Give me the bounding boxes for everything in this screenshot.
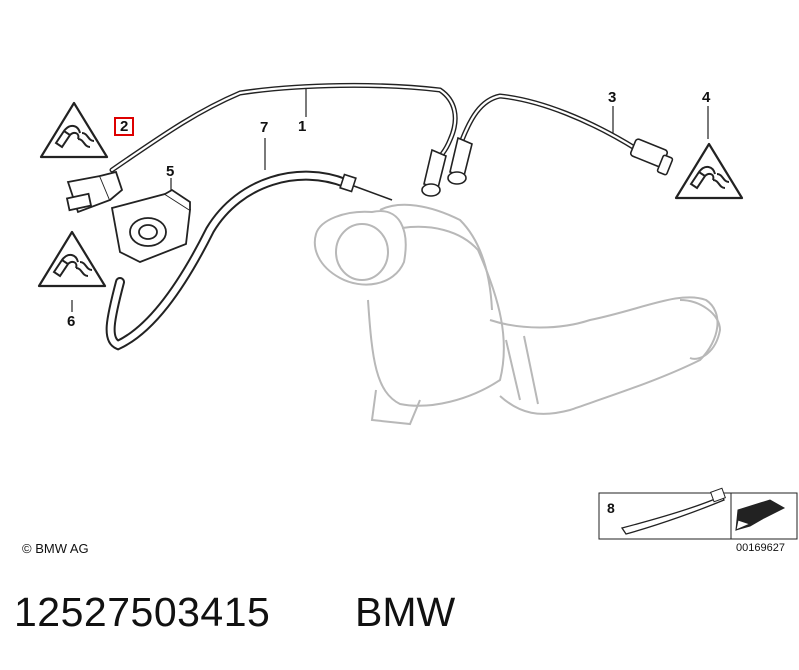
part-number: 12527503415 bbox=[14, 589, 271, 635]
callout-7[interactable]: 7 bbox=[260, 119, 269, 136]
caution-triangle-icon bbox=[37, 230, 107, 288]
oxygen-sensor-probes bbox=[421, 136, 473, 197]
sensor-connector bbox=[629, 138, 674, 176]
brand-name: BMW bbox=[355, 589, 456, 635]
catalytic-converter bbox=[313, 203, 722, 426]
callout-2[interactable]: 2 bbox=[114, 117, 135, 136]
hose-fitting bbox=[339, 173, 393, 201]
callout-3[interactable]: 3 bbox=[608, 89, 617, 106]
sensor-wire-1 bbox=[109, 82, 458, 173]
caution-triangle-icon bbox=[39, 101, 109, 159]
diagram-reference: 00169627 bbox=[736, 542, 785, 554]
callout-8[interactable]: 8 bbox=[607, 500, 615, 516]
legend-box bbox=[598, 487, 798, 540]
callout-5[interactable]: 5 bbox=[166, 163, 175, 180]
callout-6[interactable]: 6 bbox=[67, 313, 76, 330]
sensor-bracket bbox=[110, 188, 191, 263]
copyright-text: © BMW AG bbox=[22, 541, 89, 556]
plug-connector bbox=[65, 170, 124, 214]
callout-1[interactable]: 1 bbox=[298, 118, 307, 135]
callout-4[interactable]: 4 bbox=[702, 89, 711, 106]
leader-lines bbox=[71, 88, 709, 312]
caution-triangle-icon bbox=[674, 142, 744, 200]
